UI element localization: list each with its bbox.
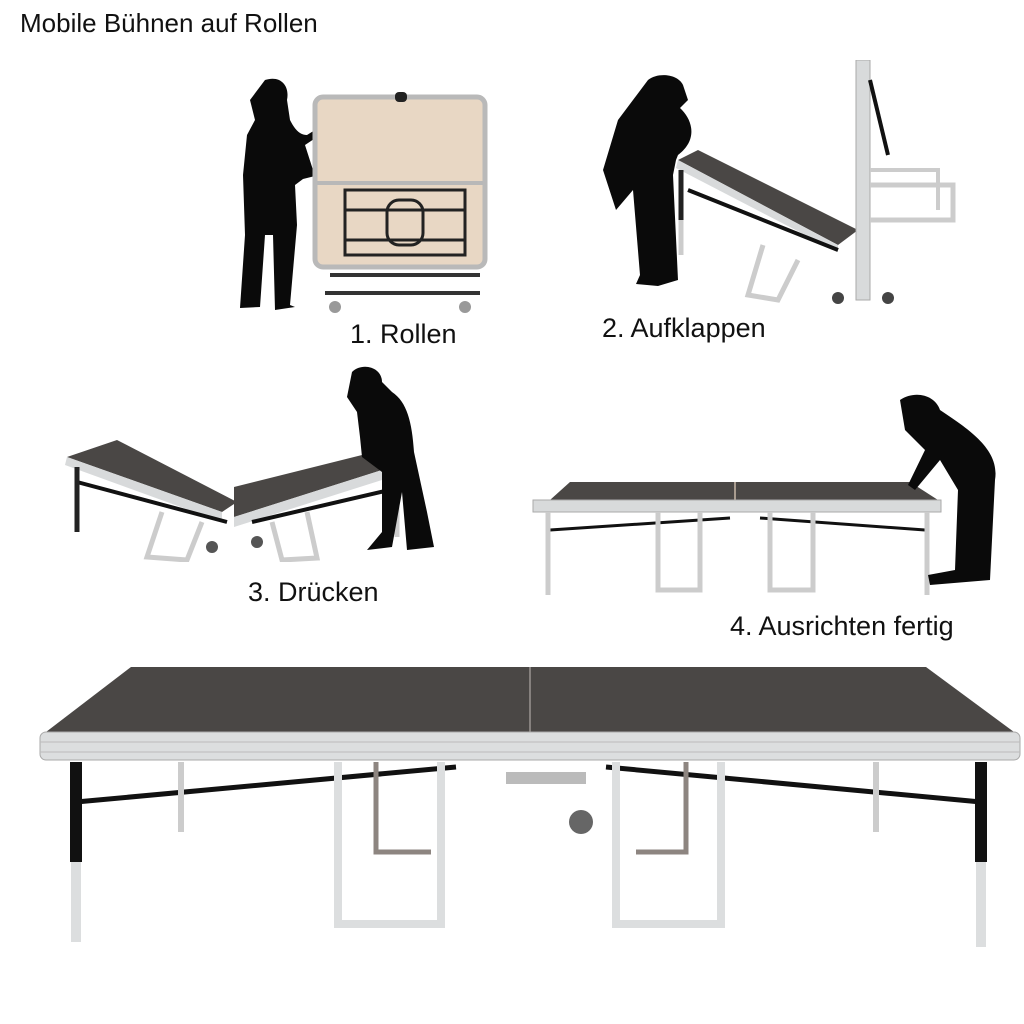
right-panel-deck	[234, 450, 407, 517]
step-4-illustration	[530, 390, 1010, 600]
person-silhouette-icon	[900, 394, 996, 585]
step-4-caption: 4. Ausrichten fertig	[730, 611, 954, 641]
upright-panel	[855, 60, 871, 301]
left-panel-deck	[67, 440, 237, 512]
stage-deck	[550, 482, 938, 500]
step-1-illustration	[235, 75, 495, 325]
aluminium-frame	[39, 731, 1021, 761]
step-2-illustration	[598, 60, 968, 310]
person-silhouette-icon	[603, 75, 692, 286]
step-2-caption: 2. Aufklappen	[602, 313, 766, 343]
page-title: Mobile Bühnen auf Rollen	[20, 8, 318, 38]
assembled-stage-photo	[36, 662, 1024, 962]
person-silhouette-icon	[240, 78, 319, 311]
step-3-caption: 3. Drücken	[248, 577, 379, 607]
step-3-illustration	[62, 362, 442, 562]
step-1-caption: 1. Rollen	[350, 319, 457, 349]
person-silhouette-icon	[347, 366, 434, 550]
stage-panel-deck	[678, 150, 858, 245]
